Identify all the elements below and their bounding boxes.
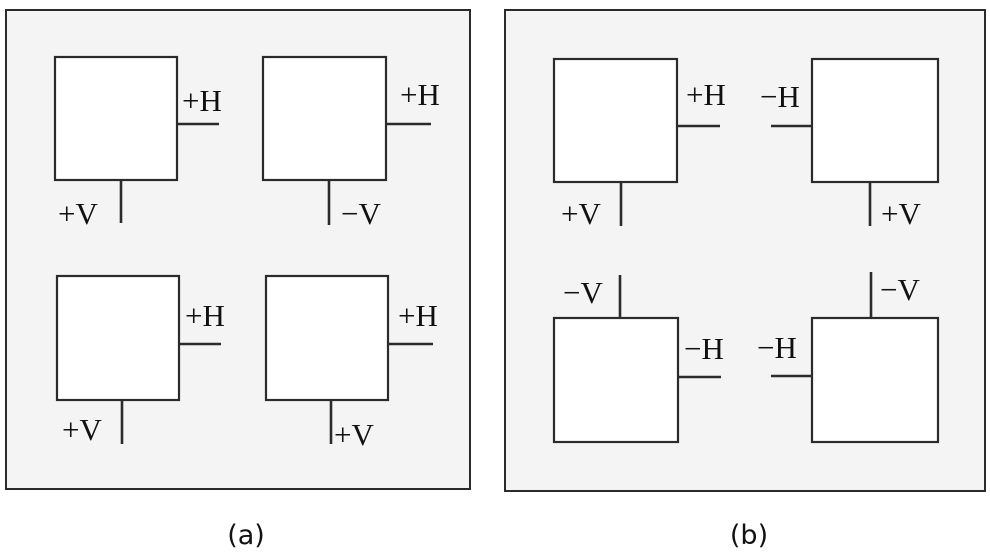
h-feed-label: +H: [182, 83, 222, 118]
v-feed-label: +V: [881, 196, 921, 231]
patch-square: [261, 55, 388, 182]
h-feed-label: −H: [684, 331, 724, 366]
panel-b-element-3: −H −V: [552, 275, 724, 444]
v-feed-label: +V: [58, 196, 98, 231]
h-feed-label: −H: [760, 79, 800, 114]
panel-a-element-2: +H −V: [261, 55, 440, 231]
h-feed-label: +H: [686, 77, 726, 112]
h-feed-label: −H: [757, 330, 797, 365]
panel-b-element-4: −H −V: [757, 272, 940, 444]
patch-square: [552, 316, 680, 444]
panel-b-element-2: −H +V: [760, 57, 940, 231]
patch-square: [810, 57, 940, 184]
v-feed-label: −V: [880, 272, 920, 307]
panel-a-element-3: +H +V: [55, 274, 225, 447]
v-feed-label: −V: [341, 196, 381, 231]
patch-square: [55, 274, 181, 402]
v-feed-label: −V: [563, 275, 603, 310]
patch-square: [810, 316, 940, 444]
panel-b-element-1: +H +V: [552, 57, 726, 231]
panel-b-caption: (b): [730, 520, 768, 551]
patch-square: [264, 274, 390, 402]
v-feed-label: +V: [561, 196, 601, 231]
h-feed-label: +H: [398, 298, 438, 333]
panel-a-element-1: +H +V: [53, 55, 222, 231]
panel-a-caption: (a): [227, 520, 265, 551]
v-feed-label: +V: [334, 417, 374, 452]
panel-a-element-4: +H +V: [264, 274, 438, 452]
patch-square: [53, 55, 179, 182]
panel-b: +H +V −H +V −H −V −H −V: [504, 9, 986, 492]
h-feed-label: +H: [400, 77, 440, 112]
patch-square: [552, 57, 679, 184]
h-feed-label: +H: [185, 298, 225, 333]
panel-a: +H +V +H −V +H +V +H +V: [5, 9, 471, 490]
v-feed-label: +V: [62, 412, 102, 447]
